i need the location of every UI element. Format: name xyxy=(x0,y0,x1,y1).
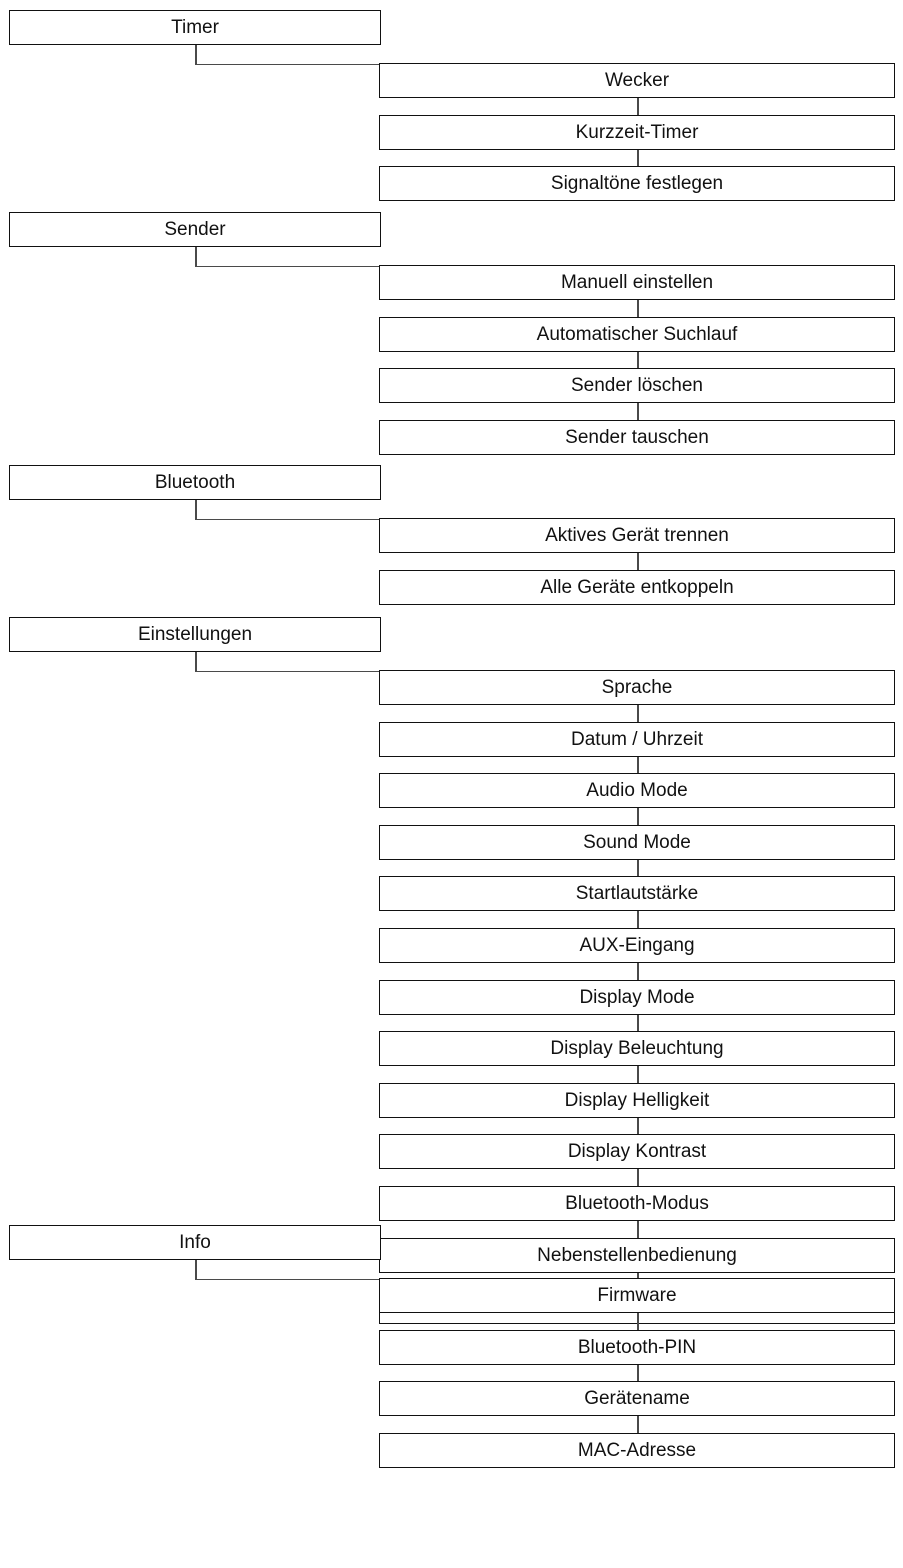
sibling-connector-line xyxy=(637,808,639,825)
tree-spine-line xyxy=(195,652,197,671)
submenu-item-box: Datum / Uhrzeit xyxy=(379,721,895,757)
sibling-connector-line xyxy=(637,705,639,722)
sibling-connector-line xyxy=(637,1066,639,1083)
submenu-item-box: Bluetooth-PIN xyxy=(379,1329,895,1365)
menu-category-box: Einstellungen xyxy=(9,617,381,652)
branch-connector-line xyxy=(195,265,379,267)
sibling-connector-line xyxy=(637,553,639,570)
submenu-item-box: Manuell einstellen xyxy=(379,265,895,300)
sibling-connector-line xyxy=(637,1313,639,1330)
tree-spine-line xyxy=(195,500,197,519)
submenu-item-box: Sprache xyxy=(379,670,895,705)
submenu-item-box: Startlautstärke xyxy=(379,876,895,912)
submenu-item-box: Display Mode xyxy=(379,979,895,1015)
sibling-connector-line xyxy=(637,351,639,369)
sibling-connector-line xyxy=(637,1117,639,1135)
submenu-item-box: Sound Mode xyxy=(379,824,895,860)
sibling-connector-line xyxy=(637,1014,639,1032)
menu-category-box: Info xyxy=(9,1225,381,1260)
sibling-connector-line xyxy=(637,1221,639,1238)
submenu-item-box: AUX-Eingang xyxy=(379,928,895,963)
sibling-connector-line xyxy=(637,403,639,420)
branch-connector-line xyxy=(195,1278,379,1280)
submenu-item-box: Automatischer Suchlauf xyxy=(379,316,895,352)
submenu-item-box: Display Helligkeit xyxy=(379,1082,895,1118)
branch-connector-line xyxy=(195,63,379,65)
branch-connector-line xyxy=(195,518,379,520)
menu-category-box: Timer xyxy=(9,10,381,45)
submenu-item-box: Signaltöne festlegen xyxy=(379,166,895,202)
menu-category-box: Sender xyxy=(9,212,381,247)
tree-spine-line xyxy=(195,247,197,266)
sibling-connector-line xyxy=(637,756,639,774)
submenu-item-box: Display Kontrast xyxy=(379,1134,895,1170)
submenu-item-box: Kurzzeit-Timer xyxy=(379,114,895,150)
sibling-connector-line xyxy=(637,149,639,167)
submenu-item-box: Audio Mode xyxy=(379,773,895,809)
sibling-connector-line xyxy=(637,300,639,317)
sibling-connector-line xyxy=(637,963,639,980)
submenu-item-box: Alle Geräte entkoppeln xyxy=(379,569,895,605)
submenu-item-box: Gerätename xyxy=(379,1381,895,1417)
submenu-item-box: Bluetooth-Modus xyxy=(379,1186,895,1221)
branch-connector-line xyxy=(195,670,379,672)
submenu-item-box: Wecker xyxy=(379,63,895,98)
sibling-connector-line xyxy=(637,1169,639,1186)
submenu-item-box: Display Beleuchtung xyxy=(379,1031,895,1067)
submenu-item-box: Sender tauschen xyxy=(379,419,895,455)
submenu-item-box: Aktives Gerät trennen xyxy=(379,518,895,553)
tree-spine-line xyxy=(195,45,197,64)
submenu-item-box: Sender löschen xyxy=(379,368,895,404)
submenu-item-box: Firmware xyxy=(379,1278,895,1313)
sibling-connector-line xyxy=(637,911,639,928)
sibling-connector-line xyxy=(637,1364,639,1382)
sibling-connector-line xyxy=(637,1416,639,1433)
submenu-item-box: Nebenstellenbedienung xyxy=(379,1237,895,1273)
tree-spine-line xyxy=(195,1260,197,1279)
sibling-connector-line xyxy=(637,859,639,877)
sibling-connector-line xyxy=(637,98,639,115)
submenu-item-box: MAC-Adresse xyxy=(379,1432,895,1468)
menu-category-box: Bluetooth xyxy=(9,465,381,500)
